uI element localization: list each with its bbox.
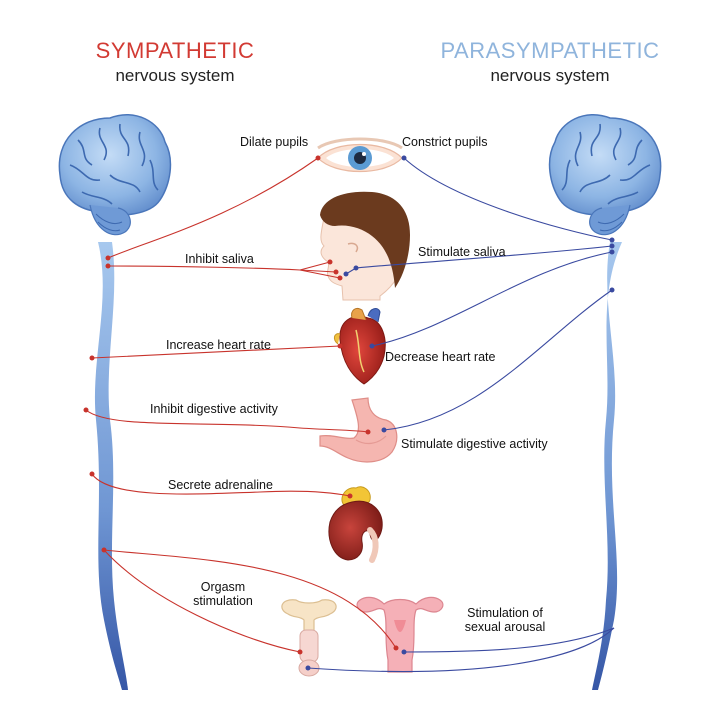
eye-icon bbox=[317, 137, 403, 173]
nerve-dilate-pupils bbox=[107, 157, 319, 259]
sympathetic-title: SYMPATHETIC bbox=[95, 38, 255, 63]
nerve-stimulate-saliva bbox=[355, 245, 613, 269]
parasympathetic-nerve-dots bbox=[305, 155, 615, 671]
nerve-adrenaline bbox=[91, 473, 351, 497]
nerve-orgasm bbox=[103, 549, 301, 653]
kidney-icon bbox=[328, 486, 383, 563]
label-increase-heart-rate: Increase heart rate bbox=[166, 338, 271, 352]
parasympathetic-title: PARASYMPATHETIC bbox=[440, 38, 660, 63]
label-constrict-pupils: Constrict pupils bbox=[402, 135, 488, 149]
label-dilate-pupils: Dilate pupils bbox=[240, 135, 309, 149]
stomach-icon bbox=[319, 397, 398, 463]
nerve-stimulate-digestive bbox=[383, 289, 613, 431]
parasympathetic-brain-icon bbox=[548, 113, 662, 236]
nerve-sexual-arousal bbox=[403, 627, 615, 653]
nerve-constrict-pupils bbox=[403, 157, 613, 241]
label-secrete-adrenaline: Secrete adrenaline bbox=[168, 478, 273, 492]
nerve-decrease-heart-rate bbox=[371, 251, 613, 347]
parasympathetic-nerves bbox=[307, 157, 615, 673]
nerve-inhibit-digestive bbox=[85, 409, 369, 433]
label-stimulate-saliva: Stimulate saliva bbox=[418, 245, 506, 259]
nerve-heart-rate bbox=[91, 345, 341, 359]
nerve-uterus bbox=[103, 549, 397, 649]
sympathetic-nerves bbox=[85, 157, 397, 653]
head-icon bbox=[320, 191, 410, 301]
label-sexual-arousal: Stimulation of sexual arousal bbox=[450, 606, 560, 634]
parasympathetic-spinal-cord bbox=[592, 242, 622, 690]
label-arousal-line1: Stimulation of bbox=[467, 606, 543, 620]
label-inhibit-digestive: Inhibit digestive activity bbox=[150, 402, 278, 416]
label-inhibit-saliva: Inhibit saliva bbox=[185, 252, 254, 266]
male-reproductive-icon bbox=[281, 599, 337, 677]
label-stimulate-digestive: Stimulate digestive activity bbox=[401, 437, 548, 451]
label-orgasm-stimulation: Orgasm stimulation bbox=[178, 580, 268, 608]
label-orgasm-line1: Orgasm bbox=[200, 580, 246, 594]
label-arousal-line2: sexual arousal bbox=[464, 620, 546, 634]
heart-icon bbox=[333, 307, 386, 385]
uterus-icon bbox=[356, 596, 444, 673]
sympathetic-title-block: SYMPATHETIC nervous system bbox=[40, 38, 310, 86]
sympathetic-nerve-dots bbox=[83, 155, 399, 655]
parasympathetic-subtitle: nervous system bbox=[490, 66, 610, 85]
label-orgasm-line2: stimulation bbox=[193, 594, 253, 608]
nerve-inhibit-saliva bbox=[107, 265, 337, 273]
parasympathetic-title-block: PARASYMPATHETIC nervous system bbox=[405, 38, 695, 86]
label-decrease-heart-rate: Decrease heart rate bbox=[385, 350, 496, 364]
sympathetic-subtitle: nervous system bbox=[115, 66, 235, 85]
nerve-orgasm-para bbox=[307, 627, 615, 673]
sympathetic-spinal-cord bbox=[94, 242, 128, 690]
sympathetic-brain-icon bbox=[58, 113, 172, 236]
